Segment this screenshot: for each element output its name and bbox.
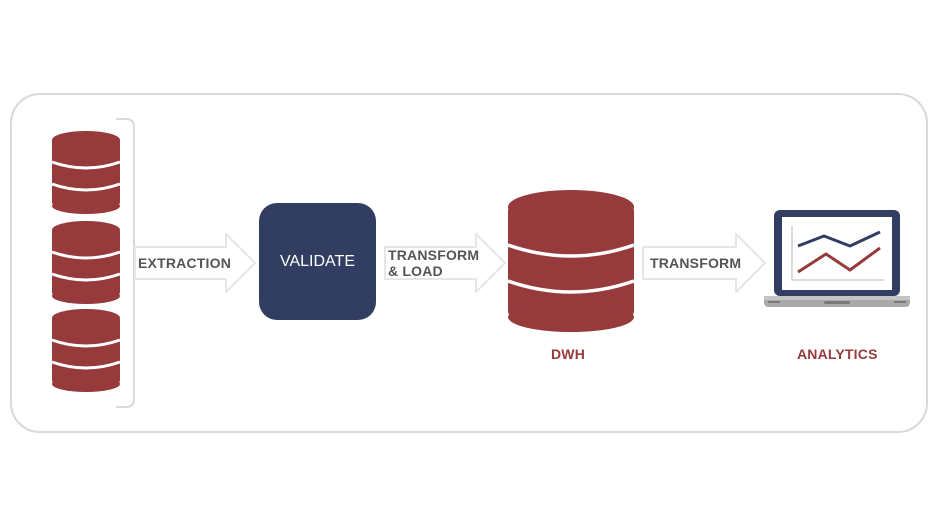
extraction-label: EXTRACTION: [138, 255, 231, 271]
database-icon: [51, 131, 121, 214]
transform-load-label: TRANSFORM & LOAD: [388, 247, 479, 279]
database-icon: [51, 221, 121, 304]
laptop-chart-icon: [764, 210, 910, 307]
dwh-label: DWH: [551, 346, 586, 362]
transform-label: TRANSFORM: [650, 255, 742, 271]
transform-load-arrow: [384, 233, 506, 293]
transform-load-line2: & LOAD: [388, 263, 443, 279]
database-icon: [51, 309, 121, 392]
validate-label: VALIDATE: [280, 252, 355, 270]
diagram-frame: [10, 93, 928, 433]
transform-load-line1: TRANSFORM: [388, 247, 480, 263]
validate-box: VALIDATE: [259, 203, 376, 320]
analytics-label: ANALYTICS: [797, 346, 878, 362]
transform-arrow: [642, 233, 766, 293]
database-icon: [507, 190, 635, 332]
source-databases: [51, 131, 121, 392]
dwh-database: [507, 190, 635, 332]
extraction-arrow: [134, 233, 256, 293]
